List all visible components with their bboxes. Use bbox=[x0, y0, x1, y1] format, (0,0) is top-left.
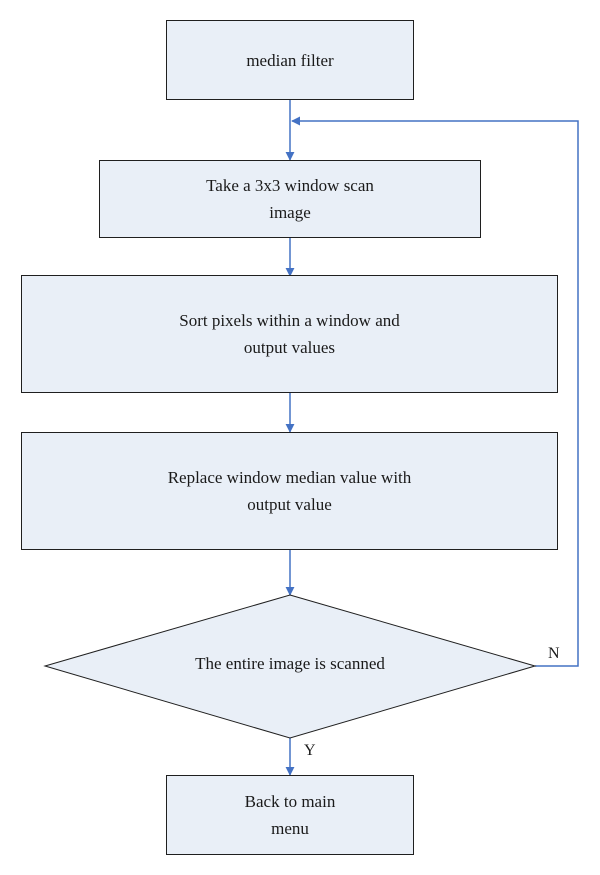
arrow-loop-back bbox=[291, 116, 579, 667]
start-box: median filter bbox=[166, 20, 414, 100]
end-label: Back to main menu bbox=[244, 792, 336, 838]
start-label: median filter bbox=[246, 50, 334, 70]
replace-step-box: Replace window median value with output … bbox=[21, 432, 558, 550]
branch-no-label: N bbox=[548, 645, 560, 662]
scan-step-box: Take a 3x3 window scan image bbox=[99, 160, 481, 238]
end-box: Back to main menu bbox=[166, 775, 414, 855]
decision-diamond bbox=[43, 594, 537, 739]
scan-step-label: Take a 3x3 window scan image bbox=[206, 176, 374, 222]
sort-step-label: Sort pixels within a window and output v… bbox=[179, 311, 400, 357]
sort-step-box: Sort pixels within a window and output v… bbox=[21, 275, 558, 393]
decision-label: The entire image is scanned bbox=[195, 654, 385, 673]
replace-step-label: Replace window median value with output … bbox=[167, 468, 412, 514]
branch-yes-label: Y bbox=[304, 742, 316, 759]
